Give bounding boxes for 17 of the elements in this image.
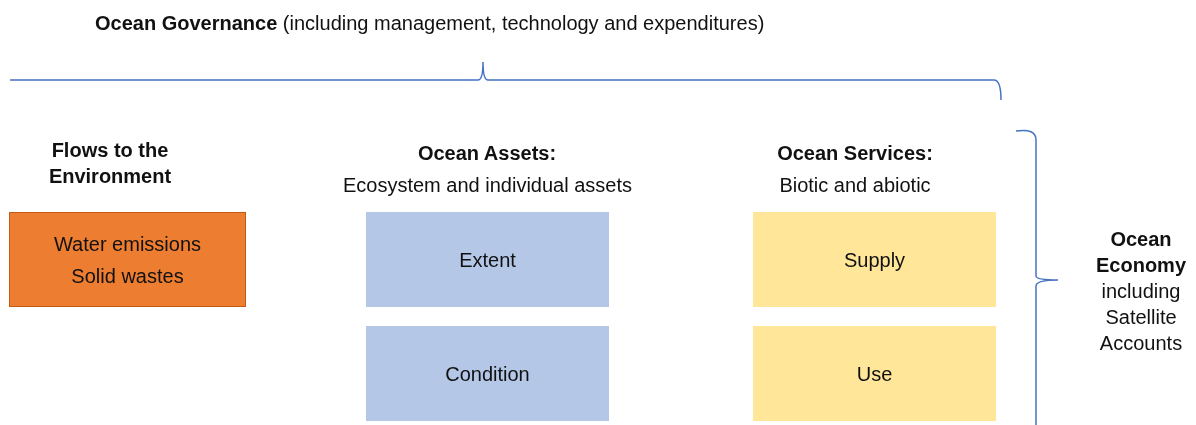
column-heading: Ocean Services:: [776, 141, 934, 166]
box-label: Supply: [843, 247, 906, 273]
column-heading: Flows to the Environment: [47, 138, 173, 189]
heading: Ocean Governance (including management, technology and expenditures): [95, 11, 766, 36]
service-box: [753, 326, 996, 421]
column-subheading: Ecosystem and individual assets: [341, 173, 633, 198]
flow-box: [9, 212, 246, 307]
box-label: Water emissions Solid wastes: [52, 231, 203, 289]
service-box: [753, 212, 996, 307]
side-label: Ocean Economy including Satellite Accounts: [1095, 227, 1187, 356]
column-heading: Ocean Assets:: [416, 141, 558, 166]
box-label: Extent: [459, 247, 516, 273]
asset-box: [366, 326, 609, 421]
asset-box: [366, 212, 609, 307]
column-subheading: Biotic and abiotic: [778, 173, 932, 198]
box-label: Condition: [445, 361, 530, 387]
box-label: Use: [856, 361, 893, 387]
